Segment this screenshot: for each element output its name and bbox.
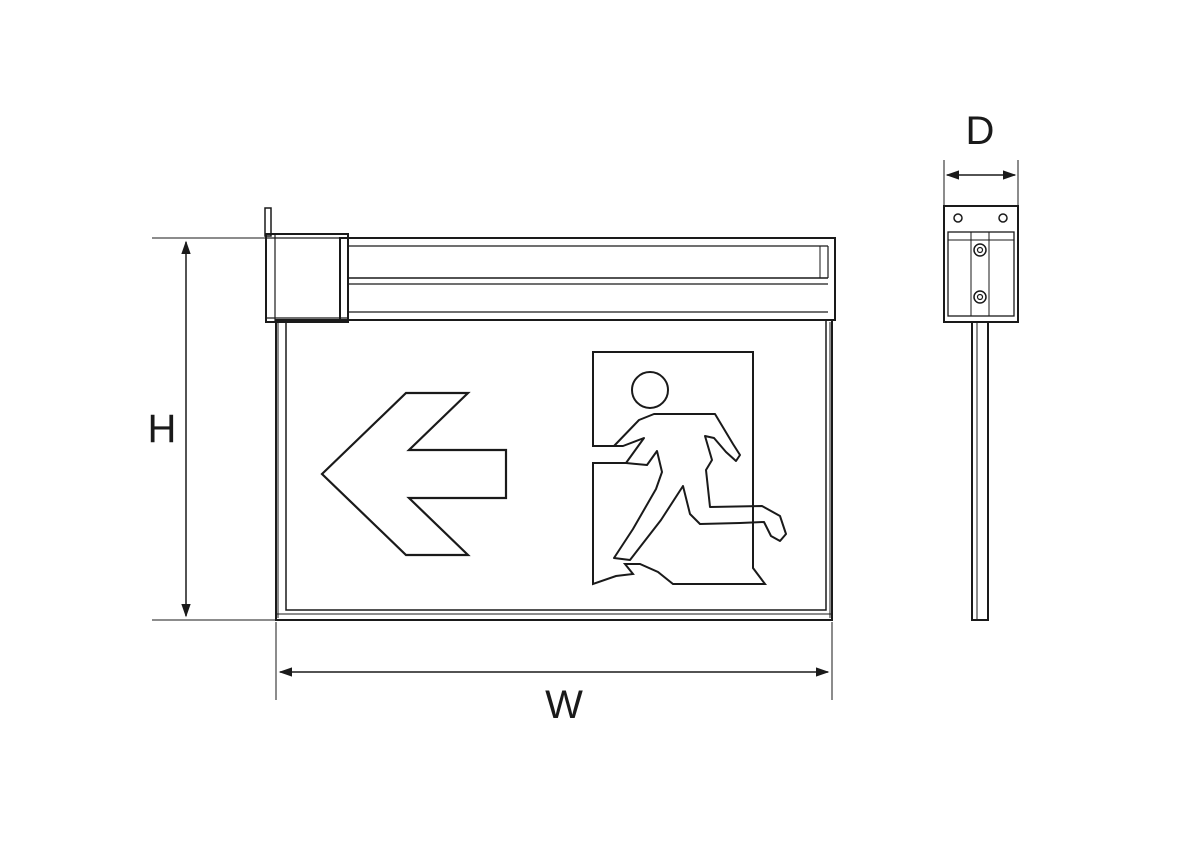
screw-hole-icon [953,213,963,223]
screw-icon [973,243,987,257]
running-man-exit-icon [592,351,787,586]
left-arrow-icon [320,391,508,557]
sign-front-view [264,207,836,621]
screw-hole-icon [998,213,1008,223]
width-label: W [545,683,583,727]
sign-panel [275,319,833,621]
depth-dimension [943,160,1019,206]
screw-icon [973,290,987,304]
depth-label: D [966,109,995,153]
height-label: H [148,407,177,451]
sign-side-view [943,205,1019,621]
width-dimension [275,622,833,700]
top-rail [339,237,836,321]
height-dimension [152,237,276,621]
mounting-bracket [264,207,349,323]
